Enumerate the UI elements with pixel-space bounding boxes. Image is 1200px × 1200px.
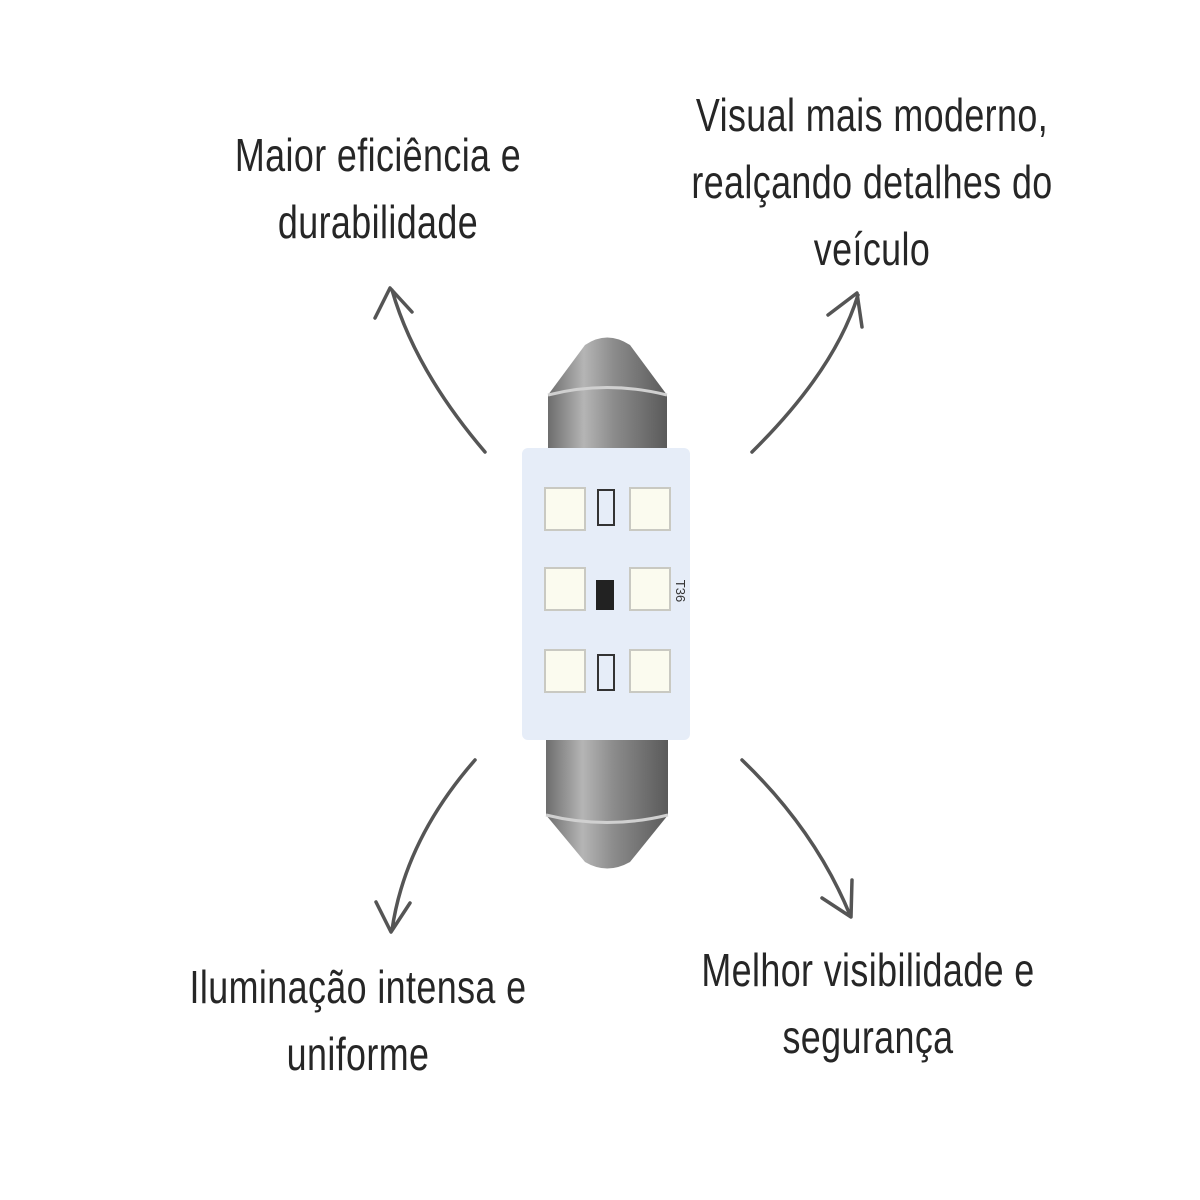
- festoon-led-bulb: T36: [522, 337, 690, 869]
- led-chip: [544, 487, 586, 531]
- feature-top-left: Maior eficiência e durabilidade: [160, 122, 597, 256]
- led-chip: [629, 567, 671, 611]
- diode-outline: [597, 489, 615, 526]
- feature-top-right: Visual mais moderno, realçando detalhes …: [654, 82, 1091, 283]
- diode-outline: [597, 654, 615, 691]
- led-chips: [544, 487, 671, 693]
- arrow-top-left: [373, 286, 487, 454]
- arrow-bottom-right: [740, 758, 854, 919]
- bottom-cap-ring: [545, 813, 669, 824]
- feature-line: realçando detalhes do: [691, 156, 1053, 208]
- led-chip: [629, 649, 671, 693]
- top-cap-ring: [547, 386, 668, 397]
- arrows: [373, 286, 864, 934]
- feature-bottom-right: Melhor visibilidade e segurança: [650, 937, 1087, 1071]
- led-chip: [629, 487, 671, 531]
- bottom-metal-cap: [546, 735, 668, 869]
- arrow-bottom-left: [374, 758, 477, 934]
- resistor: [596, 580, 614, 610]
- feature-line: Iluminação intensa e: [189, 961, 527, 1013]
- arrow-top-right: [750, 291, 864, 454]
- feature-line: Maior eficiência e: [234, 129, 522, 181]
- feature-bottom-left: Iluminação intensa e uniforme: [140, 954, 577, 1088]
- feature-line: veículo: [813, 223, 931, 275]
- feature-line: uniforme: [286, 1028, 430, 1080]
- feature-line: Melhor visibilidade e: [701, 944, 1035, 996]
- feature-line: Visual mais moderno,: [695, 89, 1049, 141]
- feature-line: durabilidade: [277, 196, 479, 248]
- top-metal-cap: [548, 337, 667, 450]
- feature-line: segurança: [782, 1011, 954, 1063]
- led-chip: [544, 567, 586, 611]
- board-marking: T36: [673, 580, 688, 602]
- led-chip: [544, 649, 586, 693]
